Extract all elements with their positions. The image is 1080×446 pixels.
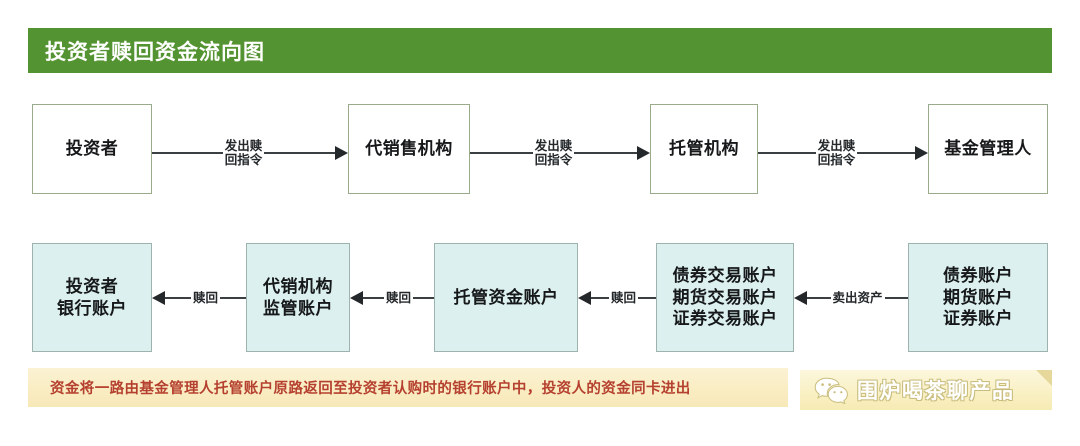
wechat-account-name: 围炉喝茶聊产品 [857, 379, 1015, 403]
node-label: 托管资金账户 [453, 287, 559, 307]
node-investor: 投资者 [32, 104, 152, 194]
connector-investor-to-distributor: 发出赎 回指令 [152, 139, 349, 167]
arrow-left-icon [578, 291, 591, 305]
node-label: 代销售机构 [365, 139, 453, 159]
node-label: 投资者 银行账户 [57, 276, 127, 318]
connector-line [363, 297, 384, 299]
arrow-left-icon [794, 291, 807, 305]
node-label: 基金管理人 [944, 139, 1032, 159]
connector-line [758, 152, 816, 154]
node-label: 代销机构 监管账户 [263, 276, 333, 318]
arrow-right-icon [637, 146, 651, 160]
connector-line [857, 152, 916, 154]
connector-distributor-to-custodian: 发出赎 回指令 [470, 139, 651, 167]
connector-line [638, 297, 657, 299]
node-trading-accounts: 债券交易账户 期货交易账户 证券交易账户 [656, 243, 794, 352]
node-fund-manager: 基金管理人 [928, 104, 1048, 194]
connector-asset-accounts-to-trading-accounts: 卖出资产 [794, 288, 909, 308]
connector-line [264, 152, 336, 154]
connector-line [152, 152, 223, 154]
connector-label: 卖出资产 [832, 290, 883, 305]
connector-label: 发出赎 回指令 [817, 138, 856, 167]
node-label: 托管机构 [669, 139, 739, 159]
connector-line [884, 297, 909, 299]
connector-label: 发出赎 回指令 [224, 138, 263, 167]
connector-line [807, 297, 831, 299]
connector-line [220, 297, 247, 299]
connector-label: 赎回 [193, 290, 219, 305]
footer-note: 资金将一路由基金管理人托管账户原路返回至投资者认购时的银行账户中，投资人的资金同… [28, 368, 788, 407]
node-label: 债券账户 期货账户 证券账户 [943, 265, 1013, 329]
folded-corner-decoration [1036, 370, 1052, 386]
node-custody-fund-account: 托管资金账户 [434, 243, 578, 352]
connector-label: 赎回 [386, 290, 412, 305]
node-label: 债券交易账户 期货交易账户 证券交易账户 [672, 265, 778, 329]
connector-line [165, 297, 191, 299]
node-label: 投资者 [65, 139, 119, 159]
connector-distributor-account-to-investor-bank: 赎回 [152, 288, 247, 308]
footer-note-text: 资金将一路由基金管理人托管账户原路返回至投资者认购时的银行账户中，投资人的资金同… [50, 381, 691, 397]
node-distributor-supervision-account: 代销机构 监管账户 [246, 243, 350, 352]
node-investor-bank-account: 投资者 银行账户 [32, 243, 152, 352]
connector-line [470, 152, 533, 154]
connector-line [591, 297, 609, 299]
page-title: 投资者赎回资金流向图 [45, 39, 265, 64]
title-banner: 投资者赎回资金流向图 [28, 28, 1052, 73]
connector-custodian-to-manager: 发出赎 回指令 [758, 139, 929, 167]
arrow-right-icon [915, 146, 929, 160]
node-custodian: 托管机构 [650, 104, 758, 194]
node-distributor: 代销售机构 [348, 104, 470, 194]
connector-line [413, 297, 435, 299]
connector-trading-accounts-to-custody-fund: 赎回 [578, 288, 657, 308]
node-asset-accounts: 债券账户 期货账户 证券账户 [908, 243, 1048, 352]
connector-label: 赎回 [611, 290, 637, 305]
connector-line [574, 152, 638, 154]
arrow-left-icon [350, 291, 363, 305]
wechat-icon [814, 376, 848, 405]
arrow-right-icon [335, 146, 349, 160]
connector-custody-fund-to-distributor-account: 赎回 [350, 288, 435, 308]
wechat-account-badge: 围炉喝茶聊产品 [800, 370, 1052, 410]
arrow-left-icon [152, 291, 165, 305]
connector-label: 发出赎 回指令 [534, 138, 573, 167]
